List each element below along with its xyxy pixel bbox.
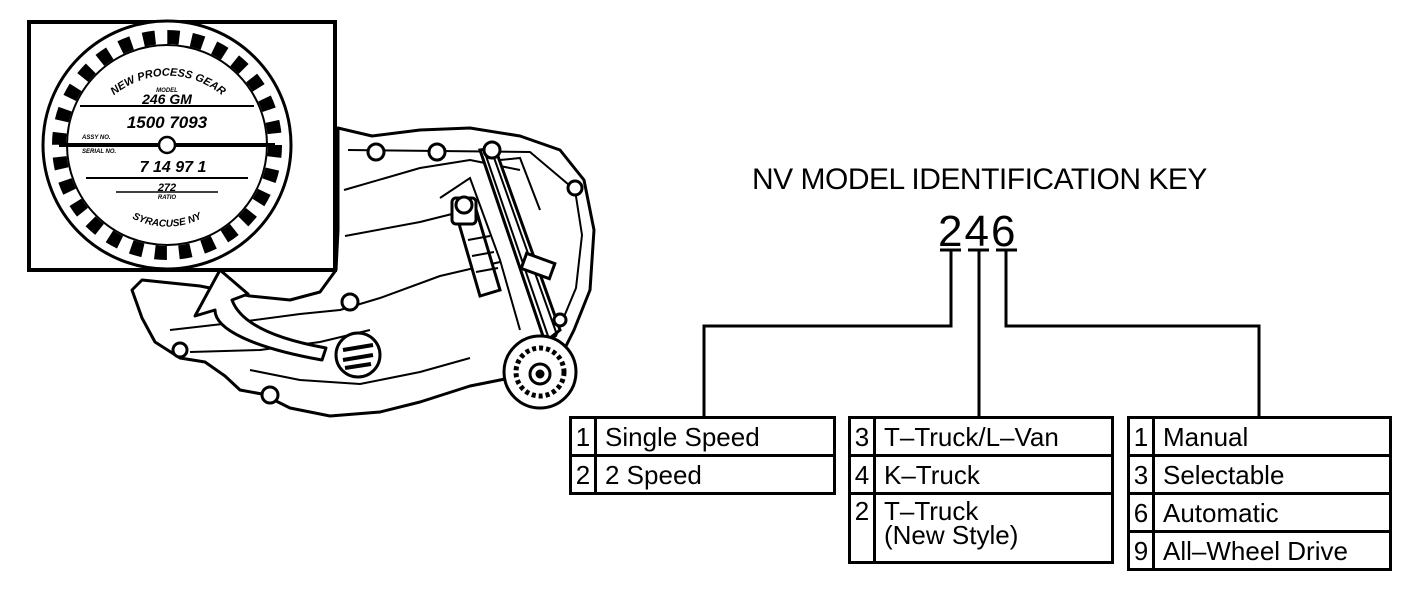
housing-ridge-2 bbox=[344, 211, 461, 237]
table-row: 2 2 Speed bbox=[569, 454, 836, 495]
tag-ratio: 272 bbox=[157, 182, 176, 194]
table-row: 6 Automatic bbox=[1127, 492, 1392, 533]
code-description: All–Wheel Drive bbox=[1152, 530, 1392, 571]
table-row: 2 T–Truck (New Style) bbox=[848, 492, 1114, 564]
tag-assembly-number: 1500 7093 bbox=[127, 113, 208, 132]
code-number: 3 bbox=[1127, 454, 1155, 495]
code-description: Manual bbox=[1152, 416, 1392, 457]
housing-bottom-rib bbox=[249, 357, 471, 385]
key-connectors bbox=[702, 248, 1261, 418]
table-row: 1 Manual bbox=[1127, 416, 1392, 457]
input-shaft bbox=[450, 195, 557, 298]
fill-plug bbox=[334, 331, 382, 379]
code-number: 1 bbox=[1127, 416, 1155, 457]
code-number: 2 bbox=[848, 492, 876, 564]
table-row: 3 T–Truck/L–Van bbox=[848, 416, 1114, 457]
tag-serial-caption: SERIAL NO. bbox=[82, 149, 117, 155]
code-number: 4 bbox=[848, 454, 876, 495]
vehicle-table: 3 T–Truck/L–Van 4 K–Truck 2 T–Truck (New… bbox=[848, 416, 1114, 564]
code-number: 9 bbox=[1127, 530, 1155, 571]
tag-ratio-caption: RATIO bbox=[158, 195, 177, 201]
code-description: T–Truck (New Style) bbox=[873, 492, 1114, 564]
tag-model-caption: MODEL bbox=[156, 88, 178, 94]
code-description: 2 Speed bbox=[594, 454, 836, 495]
tag-assy-caption: ASSY NO. bbox=[81, 135, 111, 141]
table-row: 9 All–Wheel Drive bbox=[1127, 530, 1392, 571]
table-row: 1 Single Speed bbox=[569, 416, 836, 457]
model-code: 246 bbox=[938, 207, 1018, 256]
code-description: Single Speed bbox=[594, 416, 836, 457]
code-description: Automatic bbox=[1152, 492, 1392, 533]
code-number: 2 bbox=[569, 454, 597, 495]
code-description: Selectable bbox=[1152, 454, 1392, 495]
code-number: 6 bbox=[1127, 492, 1155, 533]
tag-model: 246 GM bbox=[141, 91, 192, 107]
table-row: 4 K–Truck bbox=[848, 454, 1114, 495]
code-description: K–Truck bbox=[873, 454, 1114, 495]
code-description: T–Truck/L–Van bbox=[873, 416, 1114, 457]
drive-table: 1 Manual 3 Selectable 6 Automatic 9 All–… bbox=[1127, 416, 1392, 571]
tag-serial-number: 7 14 97 1 bbox=[140, 159, 207, 176]
housing-inner-edge bbox=[347, 149, 583, 359]
housing-bolts bbox=[171, 140, 584, 405]
identification-tag: NEW PROCESS GEAR MODEL 246 GM 1500 7093 … bbox=[41, 19, 293, 271]
code-number: 1 bbox=[569, 416, 597, 457]
drive-chain bbox=[439, 146, 562, 345]
code-number: 3 bbox=[848, 416, 876, 457]
table-row: 3 Selectable bbox=[1127, 454, 1392, 495]
key-title: NV MODEL IDENTIFICATION KEY bbox=[752, 163, 1207, 196]
speed-table: 1 Single Speed 2 2 Speed bbox=[569, 416, 836, 495]
output-pulley bbox=[502, 334, 578, 410]
